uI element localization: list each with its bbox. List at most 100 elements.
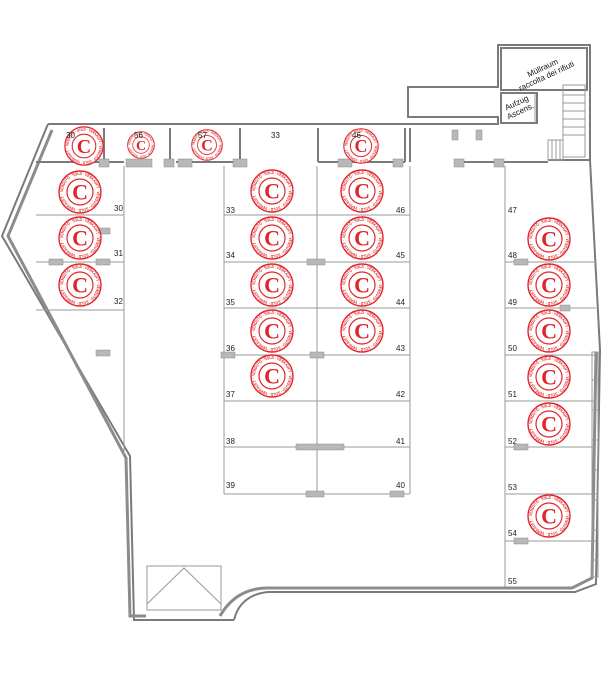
sold-stamp-46: VENDUTO · SOLD · VERKAUFT · VENDUTO · SO… xyxy=(343,128,379,164)
space-number-38: 38 xyxy=(226,437,235,446)
stamp-inner-ring xyxy=(197,135,217,155)
stamp-inner-ring xyxy=(348,224,376,252)
stamp-inner-ring xyxy=(258,317,286,345)
space-number-53: 53 xyxy=(508,483,517,492)
space-number-51: 51 xyxy=(508,390,517,399)
sold-stamp-34: VENDUTO · SOLD · VERKAUFT · VENDUTO · SO… xyxy=(250,216,294,260)
stamp-letter: C xyxy=(354,226,370,251)
space-number-30: 30 xyxy=(114,204,123,213)
stamp-letter: C xyxy=(136,139,146,154)
sold-stamp-35: VENDUTO · SOLD · VERKAUFT · VENDUTO · SO… xyxy=(250,263,294,307)
stamp-letter: C xyxy=(264,319,280,344)
space-number-40: 40 xyxy=(396,481,405,490)
sold-stamp-33: VENDUTO · SOLD · VERKAUFT · VENDUTO · SO… xyxy=(250,169,294,213)
space-number-49: 49 xyxy=(508,298,517,307)
top-storage-row xyxy=(36,128,548,168)
space-number-42: 42 xyxy=(396,390,405,399)
stamp-inner-ring xyxy=(258,362,286,390)
stamp-letter: C xyxy=(541,504,557,529)
stamp-inner-ring xyxy=(535,225,563,253)
left-parking-column xyxy=(36,166,125,455)
sold-stamp-37: VENDUTO · SOLD · VERKAUFT · VENDUTO · SO… xyxy=(250,354,294,398)
sold-stamps: VENDUTO · SOLD · VERKAUFT · VENDUTO · SO… xyxy=(58,126,571,538)
stamp-letter: C xyxy=(77,136,91,158)
sold-stamp-30: VENDUTO · SOLD · VERKAUFT · VENDUTO · SO… xyxy=(64,126,104,166)
space-number-32: 32 xyxy=(114,297,123,306)
stamp-inner-ring xyxy=(348,271,376,299)
space-number-35: 35 xyxy=(226,298,235,307)
space-number-57: 57 xyxy=(198,131,207,140)
stamp-inner-ring xyxy=(535,410,563,438)
stamp-letter: C xyxy=(541,365,557,390)
stamp-inner-ring xyxy=(258,271,286,299)
stamp-letter: C xyxy=(72,226,88,251)
sold-stamp-30: VENDUTO · SOLD · VERKAUFT · VENDUTO · SO… xyxy=(58,170,102,214)
stamp-letter: C xyxy=(354,179,370,204)
stamp-inner-ring xyxy=(66,178,94,206)
stamp-letter: C xyxy=(201,137,213,154)
space-number-33: 33 xyxy=(271,131,280,140)
space-number-47: 47 xyxy=(508,206,517,215)
stamp-letter: C xyxy=(264,364,280,389)
stamp-inner-ring xyxy=(258,177,286,205)
space-number-34: 34 xyxy=(226,251,235,260)
stamp-letter: C xyxy=(541,412,557,437)
space-number-33: 33 xyxy=(226,206,235,215)
stamp-letter: C xyxy=(354,319,370,344)
stamp-inner-ring xyxy=(132,136,150,154)
space-number-52: 52 xyxy=(508,437,517,446)
stamp-letter: C xyxy=(541,273,557,298)
sold-stamp-49: VENDUTO · SOLD · VERKAUFT · VENDUTO · SO… xyxy=(527,263,571,307)
stamp-letter: C xyxy=(541,227,557,252)
space-number-30: 30 xyxy=(66,131,75,140)
stamp-inner-ring xyxy=(66,271,94,299)
stamp-inner-ring xyxy=(535,271,563,299)
stamp-letter: C xyxy=(541,319,557,344)
service-core: Müllraum raccolta dei rifiuti Aufzug Asc… xyxy=(500,47,588,161)
stamp-letter: C xyxy=(72,180,88,205)
stamp-inner-ring xyxy=(66,224,94,252)
sold-stamp-57: VENDUTO · SOLD · VERKAUFT · VENDUTO · SO… xyxy=(191,129,223,161)
stamp-inner-ring xyxy=(348,177,376,205)
space-number-36: 36 xyxy=(226,344,235,353)
space-number-39: 39 xyxy=(226,481,235,490)
stamp-inner-ring xyxy=(348,317,376,345)
space-number-46: 46 xyxy=(352,131,361,140)
space-number-56: 56 xyxy=(134,131,143,140)
space-number-43: 43 xyxy=(396,344,405,353)
outer-walls xyxy=(0,44,602,621)
sold-stamp-44: VENDUTO · SOLD · VERKAUFT · VENDUTO · SO… xyxy=(340,263,384,307)
stamp-letter: C xyxy=(264,179,280,204)
sold-stamp-36: VENDUTO · SOLD · VERKAUFT · VENDUTO · SO… xyxy=(250,309,294,353)
stamp-letter: C xyxy=(354,273,370,298)
sold-stamp-54: VENDUTO · SOLD · VERKAUFT · VENDUTO · SO… xyxy=(527,494,571,538)
sold-stamp-31: VENDUTO · SOLD · VERKAUFT · VENDUTO · SO… xyxy=(58,216,102,260)
space-number-45: 45 xyxy=(396,251,405,260)
space-number-54: 54 xyxy=(508,529,517,538)
center-parking-block xyxy=(220,166,411,498)
right-parking-column xyxy=(504,166,599,588)
stamp-inner-ring xyxy=(535,363,563,391)
space-number-37: 37 xyxy=(226,390,235,399)
space-number-50: 50 xyxy=(508,344,517,353)
space-number-41: 41 xyxy=(396,437,405,446)
stamp-letter: C xyxy=(355,136,368,156)
space-number-46: 46 xyxy=(396,206,405,215)
stamp-letter: C xyxy=(72,273,88,298)
space-number-44: 44 xyxy=(396,298,405,307)
entrance-ramp xyxy=(146,565,222,611)
sold-stamp-50: VENDUTO · SOLD · VERKAUFT · VENDUTO · SO… xyxy=(527,309,571,353)
staircase xyxy=(547,84,586,161)
sold-stamp-45: VENDUTO · SOLD · VERKAUFT · VENDUTO · SO… xyxy=(340,216,384,260)
sold-stamp-51: VENDUTO · SOLD · VERKAUFT · VENDUTO · SO… xyxy=(527,355,571,399)
stamp-inner-ring xyxy=(349,134,373,158)
sold-stamp-32: VENDUTO · SOLD · VERKAUFT · VENDUTO · SO… xyxy=(58,263,102,307)
sold-stamp-46: VENDUTO · SOLD · VERKAUFT · VENDUTO · SO… xyxy=(340,169,384,213)
sold-stamp-43: VENDUTO · SOLD · VERKAUFT · VENDUTO · SO… xyxy=(340,309,384,353)
sold-stamp-52: VENDUTO · SOLD · VERKAUFT · VENDUTO · SO… xyxy=(527,402,571,446)
sold-stamp-56: VENDUTO · SOLD · VERKAUFT · VENDUTO · SO… xyxy=(127,131,155,159)
stamp-letter: C xyxy=(264,226,280,251)
space-number-48: 48 xyxy=(508,251,517,260)
